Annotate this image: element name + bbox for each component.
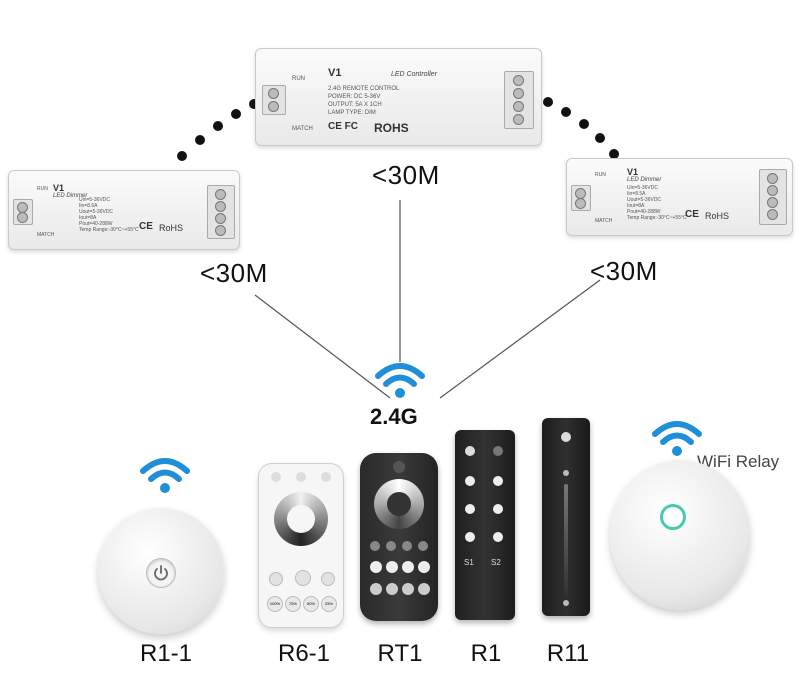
model-label-rt1: RT1	[377, 640, 423, 667]
remote-button[interactable]	[563, 600, 569, 606]
remote-r6-1: 100% 75% 50% 25%	[258, 463, 344, 628]
wifi-relay-device	[610, 460, 750, 610]
dotted-arc-right	[543, 97, 619, 159]
model-label-r1-1: R1-1	[139, 640, 193, 667]
controller-right: V1 LED Dimmer Uin=5-36VDC Iin=8.5A Uout=…	[566, 158, 793, 236]
remote-button[interactable]	[386, 583, 398, 595]
remote-button[interactable]	[321, 472, 331, 482]
remote-button[interactable]	[465, 532, 475, 542]
cert-marks: CE	[685, 209, 699, 220]
model-label-r6-1: R6-1	[277, 640, 331, 667]
remote-button[interactable]	[418, 561, 430, 573]
wifi-icon	[652, 421, 702, 456]
wifi-icon	[375, 363, 425, 398]
preset-button-25[interactable]: 25%	[321, 596, 337, 612]
remote-r11	[542, 418, 590, 616]
run-label: RUN	[595, 172, 606, 178]
controller-specs: Uin=5-36VDC Iin=8.6A Uout=5-36VDC Iout=8…	[79, 197, 139, 233]
rohs-mark: RoHS	[159, 223, 184, 233]
line-to-left-controller	[254, 294, 391, 399]
controller-subtitle: LED Dimmer	[53, 193, 88, 199]
rohs-mark: ROHS	[374, 121, 409, 135]
preset-button-50[interactable]: 50%	[303, 596, 319, 612]
controller-title: V1	[53, 183, 65, 193]
remote-button[interactable]	[271, 472, 281, 482]
distance-label-top: <30M	[372, 160, 440, 190]
power-button[interactable]	[393, 461, 405, 473]
controller-title: V1	[328, 67, 342, 79]
match-label: MATCH	[595, 218, 613, 224]
cert-marks: CE	[139, 221, 153, 232]
remote-button[interactable]	[370, 561, 382, 573]
s1-button[interactable]: S1	[464, 558, 474, 567]
distance-label-left: <30M	[200, 258, 268, 288]
output-terminal	[759, 169, 787, 225]
line-to-right-controller	[439, 279, 601, 399]
power-button[interactable]	[561, 432, 571, 442]
remote-r1-1	[98, 508, 224, 634]
match-label: MATCH	[292, 126, 313, 132]
run-label: RUN	[37, 186, 48, 192]
remote-button[interactable]	[386, 541, 396, 551]
color-wheel[interactable]	[274, 492, 328, 546]
remote-button[interactable]	[493, 504, 503, 514]
power-button[interactable]	[146, 558, 176, 588]
remote-button[interactable]	[370, 541, 380, 551]
input-terminal	[571, 185, 591, 211]
model-label-r11: R11	[546, 640, 590, 667]
signal-lines	[254, 200, 601, 399]
remote-button[interactable]	[402, 561, 414, 573]
controller-top: V1 LED Controller 2.4G REMOTE CONTROL PO…	[255, 48, 542, 146]
power-icon	[154, 565, 168, 581]
controller-specs: 2.4G REMOTE CONTROL POWER: DC 5-36V OUTP…	[328, 86, 400, 116]
controller-specs: Uin=5-36VDC Iin=8.5A Uout=5-36VDC Iout=8…	[627, 185, 687, 221]
wifi-icon	[140, 458, 190, 493]
remote-button[interactable]	[493, 476, 503, 486]
distance-label-right: <30M	[590, 256, 658, 286]
controller-subtitle: LED Dimmer	[627, 177, 662, 183]
rohs-mark: RoHS	[705, 211, 730, 221]
center-button[interactable]	[295, 570, 311, 586]
output-terminal	[207, 185, 235, 239]
remote-r1: S1 S2	[455, 430, 515, 620]
remote-button[interactable]	[493, 532, 503, 542]
output-terminal	[504, 71, 534, 129]
remote-button[interactable]	[418, 541, 428, 551]
controller-subtitle: LED Controller	[391, 71, 437, 78]
touch-slider[interactable]	[564, 484, 568, 594]
match-label: MATCH	[37, 232, 55, 238]
remote-button[interactable]	[493, 446, 503, 456]
s2-button[interactable]: S2	[491, 558, 501, 567]
touch-wheel[interactable]	[374, 479, 424, 529]
frequency-label: 2.4G	[370, 404, 418, 429]
model-label-r1: R1	[470, 640, 502, 667]
input-terminal	[13, 199, 33, 225]
controller-left: V1 LED Dimmer Uin=5-36VDC Iin=8.6A Uout=…	[8, 170, 240, 250]
remote-rt1	[360, 453, 438, 621]
relay-button[interactable]	[660, 504, 686, 530]
preset-button-100[interactable]: 100%	[267, 596, 283, 612]
right-button[interactable]	[321, 572, 335, 586]
remote-button[interactable]	[465, 476, 475, 486]
power-button[interactable]	[465, 446, 475, 456]
remote-button[interactable]	[402, 583, 414, 595]
remote-button[interactable]	[418, 583, 430, 595]
remote-button[interactable]	[386, 561, 398, 573]
preset-button-75[interactable]: 75%	[285, 596, 301, 612]
wifi-relay-label: WiFi Relay	[697, 452, 780, 471]
left-button[interactable]	[269, 572, 283, 586]
dotted-arc-left	[177, 99, 259, 161]
run-label: RUN	[292, 76, 305, 82]
controller-title: V1	[627, 167, 639, 177]
remote-button[interactable]	[370, 583, 382, 595]
input-terminal	[262, 85, 286, 115]
remote-button[interactable]	[465, 504, 475, 514]
cert-marks: CE FC	[328, 121, 358, 132]
remote-button[interactable]	[296, 472, 306, 482]
remote-button[interactable]	[563, 470, 569, 476]
remote-button[interactable]	[402, 541, 412, 551]
